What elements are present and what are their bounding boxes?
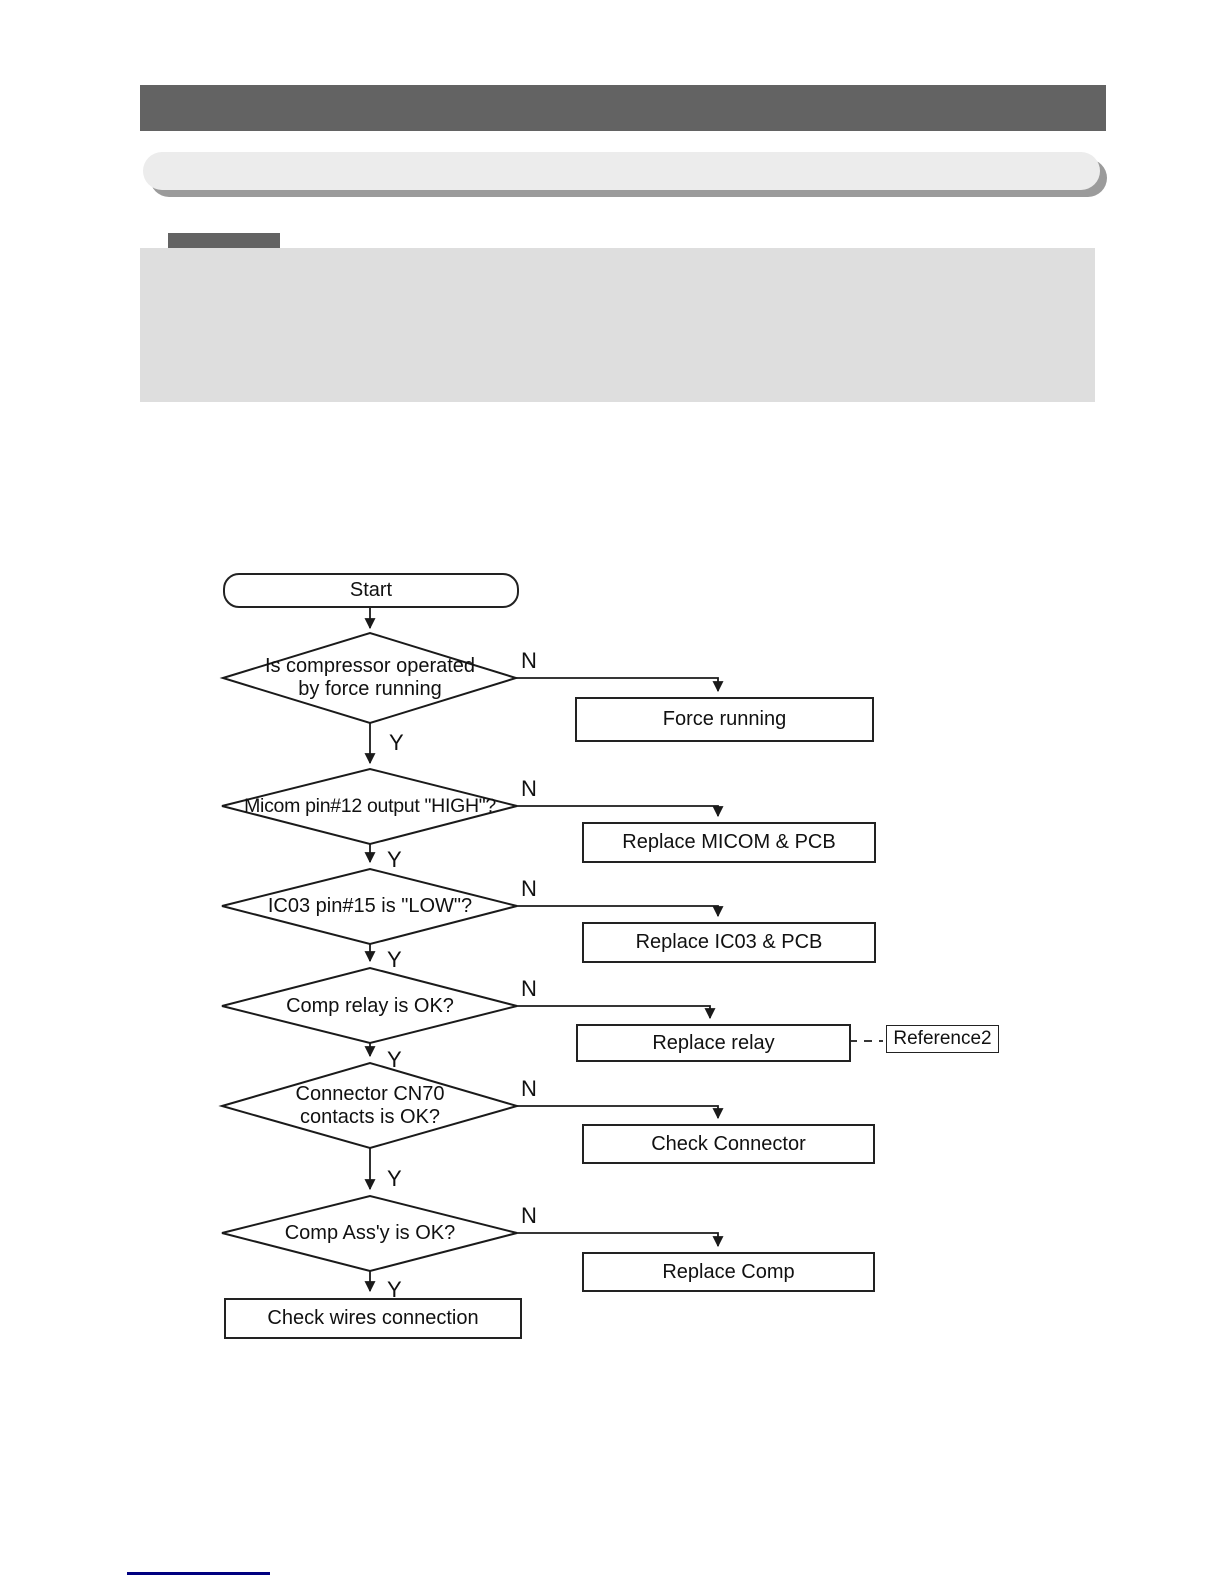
action-box-force-running: Force running [575,697,874,742]
decision-diamond-1 [219,631,520,725]
decision-diamond-4 [221,966,518,1045]
action-box-check-connector: Check Connector [582,1124,875,1164]
final-node-check-wires: Check wires connection [224,1298,522,1339]
decision-diamond-2 [221,767,518,846]
branch-label-yes-3: Y [387,947,402,972]
branch-label-yes-1: Y [389,730,404,755]
branch-label-yes-4: Y [387,1047,402,1072]
action-box-replace-comp: Replace Comp [582,1252,875,1292]
note-panel [140,248,1095,402]
decision-diamond-6 [221,1194,518,1273]
branch-label-no-5: N [521,1076,537,1101]
n-branch-3 [517,905,724,918]
branch-label-no-1: N [521,648,537,673]
branch-label-no-6: N [521,1203,537,1228]
branch-label-no-4: N [521,976,537,1001]
n-branch-6 [517,1232,724,1248]
branch-label-no-2: N [521,776,537,801]
start-node: Start [223,573,519,608]
section-header-bar [143,152,1100,190]
n-branch-4 [517,1005,716,1020]
branch-label-no-3: N [521,876,537,901]
page-title-bar [140,85,1106,131]
branch-label-yes-6: Y [387,1277,402,1302]
reference-box: Reference2 [886,1025,999,1053]
footer-link-line [127,1572,270,1575]
decision-diamond-3 [221,867,518,946]
action-box-replace-micom-pcb: Replace MICOM & PCB [582,822,876,863]
n-branch-1 [516,677,724,693]
n-branch-2 [517,805,724,818]
branch-label-yes-2: Y [387,847,402,872]
branch-label-yes-5: Y [387,1166,402,1191]
action-box-replace-ic03-pcb: Replace IC03 & PCB [582,922,876,963]
decision-diamond-5 [218,1061,521,1150]
n-branch-5 [517,1105,724,1120]
action-box-replace-relay: Replace relay [576,1024,851,1062]
